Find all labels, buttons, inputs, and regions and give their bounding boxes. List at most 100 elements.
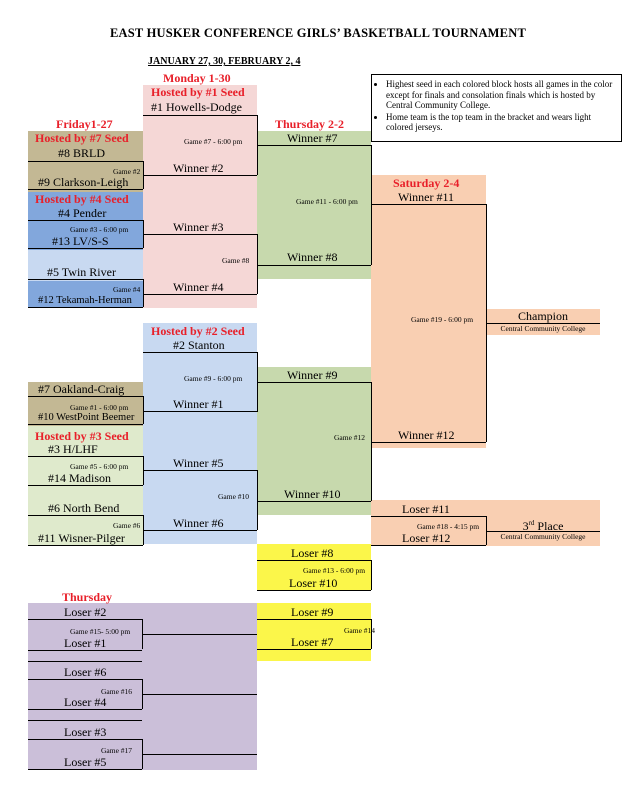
line [257,619,371,620]
line [257,649,371,650]
line [371,516,486,517]
line [371,545,486,546]
line [257,470,258,530]
block-peach-third [371,500,600,546]
loser-8: Loser #8 [291,546,334,560]
line [486,516,487,545]
game-16-label: Game #16 [101,687,133,696]
block-yellow-2 [257,603,371,661]
block-pink [143,85,257,308]
line [257,590,371,591]
header-monday: Monday 1-30 [163,71,231,85]
line [28,307,143,308]
line [143,175,257,176]
game-7-label: Game #7 - 6:00 pm [184,137,243,146]
line [28,720,142,721]
team-seed-13: #13 LV/S-S [52,234,109,248]
game-15-label: Game #15- 5:00 pm [70,627,131,636]
game-18-label: Game #18 - 4:15 pm [417,522,480,531]
line [28,424,143,425]
game-10-label: Game #10 [218,492,250,501]
line [257,234,258,294]
header-host3: Hosted by #3 Seed [35,429,129,443]
game-1-label: Game #1 - 6:00 pm [70,403,129,412]
header-saturday: Saturday 2-4 [393,176,460,190]
loser-2: Loser #2 [64,605,107,619]
line [257,265,371,266]
loser-7: Loser #7 [291,635,334,649]
game-13-label: Game #13 - 6:00 pm [303,566,366,575]
line [143,279,144,307]
winner-1: Winner #1 [173,397,224,411]
line [143,234,257,235]
loser-3: Loser #3 [64,725,107,739]
team-seed-14: #14 Madison [48,471,111,485]
header-thursday: Thursday [62,590,113,604]
loser-10: Loser #10 [289,576,338,590]
block-lightgreen-left [28,426,143,546]
team-seed-5: #5 Twin River [47,265,116,279]
line [28,769,142,770]
line [28,545,143,546]
block-green-bottom [257,367,371,515]
line [28,515,143,516]
page-title: EAST HUSKER CONFERENCE GIRLS’ BASKETBALL… [110,26,526,40]
block-peach-final [486,309,600,335]
line [143,411,257,412]
winner-11: Winner #11 [398,190,455,204]
line [371,145,372,265]
note-item: Highest seed in each colored block hosts… [386,79,617,111]
line [28,619,142,620]
loser-6: Loser #6 [64,665,107,679]
team-seed-9: #9 Clarkson-Leigh [38,175,129,189]
line [28,220,143,221]
line [142,754,257,755]
winner-12: Winner #12 [398,428,455,442]
note-item: Home team is the top team in the bracket… [386,112,617,133]
winner-2: Winner #2 [173,161,224,175]
game-12-label: Game #12 [334,433,366,442]
line [371,619,372,649]
winner-3: Winner #3 [173,220,224,234]
game-3-label: Game #3 - 6:00 pm [70,225,129,234]
line [257,145,371,146]
game-14-label: Game #14 [344,626,376,635]
line [28,661,142,662]
line [28,739,142,740]
loser-5: Loser #5 [64,755,107,769]
third-place-label: 3rd Place [486,516,600,533]
line [28,456,143,457]
line [371,382,372,501]
line [486,531,600,532]
champion-venue: Central Community College [500,324,586,333]
team-seed-2: #2 Stanton [173,338,225,352]
loser-1: Loser #1 [64,636,107,650]
block-lightblue-mid [143,323,257,544]
line [28,709,142,710]
loser-11: Loser #11 [402,502,450,516]
line [371,560,372,590]
line [28,679,142,680]
block-blue-bottom [28,281,143,308]
line [28,650,142,651]
winner-10: Winner #10 [284,487,341,501]
third-place-word: Place [534,519,564,533]
header-host1: Hosted by #1 Seed [151,85,245,99]
tournament-dates: JANUARY 27, 30, FEBRUARY 2, 4 [148,56,301,67]
team-seed-1: #1 Howells-Dodge [151,100,242,114]
line [143,294,257,295]
winner-9: Winner #9 [287,368,338,382]
game-17-label: Game #17 [101,746,133,755]
third-place-number: 3 [522,519,529,533]
winner-6: Winner #6 [173,516,224,530]
game-6-label: Game #6 [113,521,141,530]
team-seed-3: #3 H/LHF [48,442,98,456]
header-friday: Friday1-27 [56,117,113,131]
line [143,115,257,116]
winner-5: Winner #5 [173,456,224,470]
header-host4: Hosted by #4 Seed [35,192,129,206]
header-host2: Hosted by #2 Seed [151,324,245,338]
loser-12: Loser #12 [402,531,451,545]
game-2-label: Game #2 [113,167,141,176]
